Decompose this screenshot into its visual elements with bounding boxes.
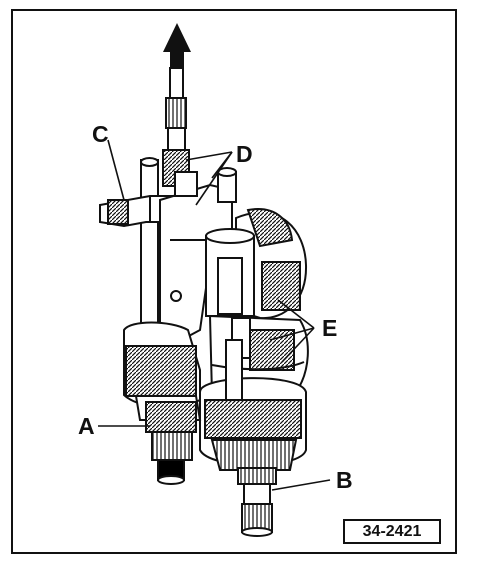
callout-e: E	[322, 315, 337, 341]
gear-cluster-left	[123, 321, 202, 485]
output-shaft	[237, 467, 277, 537]
gear-cluster-upper	[205, 208, 308, 320]
pull-direction-arrow	[163, 23, 191, 70]
callout-c: C	[92, 121, 109, 147]
callout-b: B	[336, 467, 353, 493]
figure-frame	[11, 9, 457, 554]
callout-a: A	[78, 413, 95, 439]
figure-reference-number: 34-2421	[343, 519, 441, 544]
gear-cluster-lower	[199, 339, 307, 471]
input-shaft	[162, 67, 190, 187]
callout-d: D	[236, 141, 253, 167]
leader-lines	[98, 139, 331, 491]
